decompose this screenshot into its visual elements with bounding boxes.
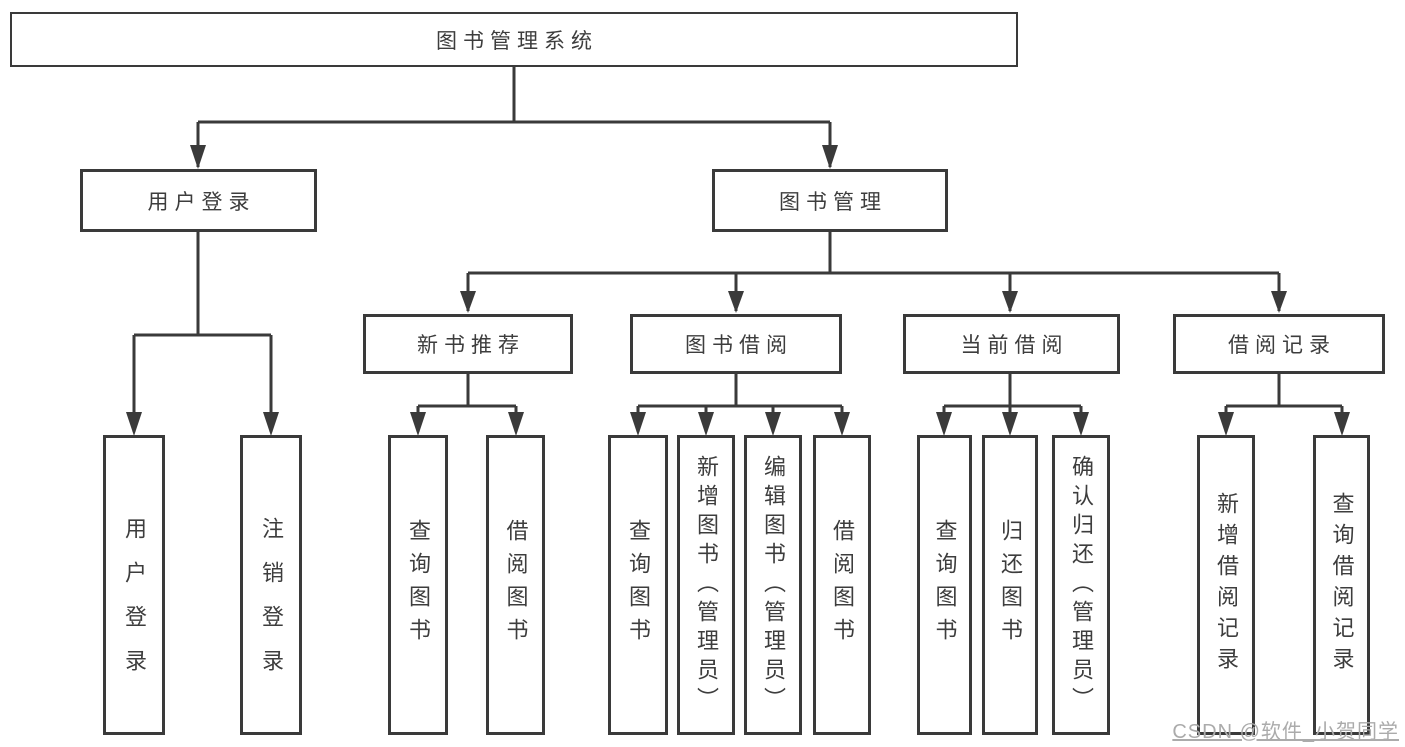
node-current-borrowing-label: 当前借阅 (960, 334, 1069, 357)
edge-book-management-to-level3 (466, 232, 1281, 311)
edge-user-login-to-leaves (132, 232, 273, 432)
leaf-return-book: 归还图书 (982, 435, 1038, 735)
node-library-management-system-label: 图书管理系统 (436, 29, 598, 53)
node-book-management: 图书管理 (712, 169, 948, 232)
node-new-book-recommendation: 新书推荐 (363, 314, 573, 374)
node-new-book-recommendation-label: 新书推荐 (417, 334, 525, 357)
leaf-logout-label: 注销登录 (259, 517, 284, 693)
leaf-borrow-books-borrowing: 借阅图书 (813, 435, 871, 735)
leaf-return-book-label: 归还图书 (998, 519, 1023, 651)
node-user-login: 用户登录 (80, 169, 317, 232)
leaf-query-borrow-record: 查询借阅记录 (1313, 435, 1370, 735)
edge-book-borrow-to-leaves (636, 374, 844, 432)
node-current-borrowing: 当前借阅 (903, 314, 1120, 374)
arrowhead (1218, 412, 1234, 436)
arrowhead (698, 412, 714, 436)
arrowhead (410, 412, 426, 436)
leaf-query-books-current-label: 查询图书 (932, 519, 958, 651)
node-user-login-label: 用户登录 (147, 190, 256, 214)
arrowhead (190, 145, 206, 169)
arrowhead (728, 291, 744, 313)
node-borrowing-records: 借阅记录 (1173, 314, 1385, 374)
arrowhead (936, 412, 952, 436)
arrowhead (460, 291, 476, 313)
arrowhead (1002, 291, 1018, 313)
arrowhead (765, 412, 781, 436)
leaf-query-books-borrowing: 查询图书 (608, 435, 668, 735)
leaf-borrow-books-recommend-label: 借阅图书 (503, 519, 529, 651)
leaf-query-books-recommend: 查询图书 (388, 435, 448, 735)
leaf-add-book-admin-label: 新增图书（管理员） (694, 454, 719, 716)
tree-edges (132, 67, 1344, 432)
edge-new-book-to-leaves (416, 374, 518, 432)
arrowhead (1002, 412, 1018, 436)
leaf-user-login-label: 用户登录 (122, 517, 147, 693)
leaf-user-login: 用户登录 (103, 435, 165, 735)
leaf-edit-book-admin-label: 编辑图书（管理员） (761, 454, 786, 716)
leaf-query-borrow-record-label: 查询借阅记录 (1329, 492, 1355, 678)
arrowhead (630, 412, 646, 436)
leaf-confirm-return-admin-label: 确认归还（管理员） (1069, 454, 1094, 716)
leaf-add-borrow-record: 新增借阅记录 (1197, 435, 1255, 735)
arrowhead (126, 412, 142, 436)
arrowhead (263, 412, 279, 436)
node-book-borrowing-label: 图书借阅 (685, 334, 793, 357)
leaf-borrow-books-borrowing-label: 借阅图书 (830, 519, 855, 651)
leaf-confirm-return-admin: 确认归还（管理员） (1052, 435, 1110, 735)
arrowhead (822, 145, 838, 169)
arrowhead (1073, 412, 1089, 436)
node-borrowing-records-label: 借阅记录 (1228, 334, 1336, 357)
leaf-query-books-borrowing-label: 查询图书 (626, 519, 651, 651)
node-library-management-system: 图书管理系统 (10, 12, 1018, 67)
arrowhead (1271, 291, 1287, 313)
watermark-text: CSDN @软件_小贺同学 (1172, 721, 1399, 743)
arrowhead (834, 412, 850, 436)
leaf-edit-book-admin: 编辑图书（管理员） (744, 435, 802, 735)
arrowheads (126, 145, 1350, 436)
leaf-add-borrow-record-label: 新增借阅记录 (1214, 492, 1239, 678)
leaf-borrow-books-recommend: 借阅图书 (486, 435, 545, 735)
node-book-borrowing: 图书借阅 (630, 314, 842, 374)
node-book-management-label: 图书管理 (779, 190, 887, 214)
edge-borrow-records-to-leaves (1224, 374, 1344, 432)
arrowhead (508, 412, 524, 436)
leaf-query-books-recommend-label: 查询图书 (406, 519, 431, 651)
leaf-query-books-current: 查询图书 (917, 435, 972, 735)
arrowhead (1334, 412, 1350, 436)
edge-root-to-level2 (196, 67, 832, 167)
leaf-add-book-admin: 新增图书（管理员） (677, 435, 735, 735)
leaf-logout: 注销登录 (240, 435, 302, 735)
